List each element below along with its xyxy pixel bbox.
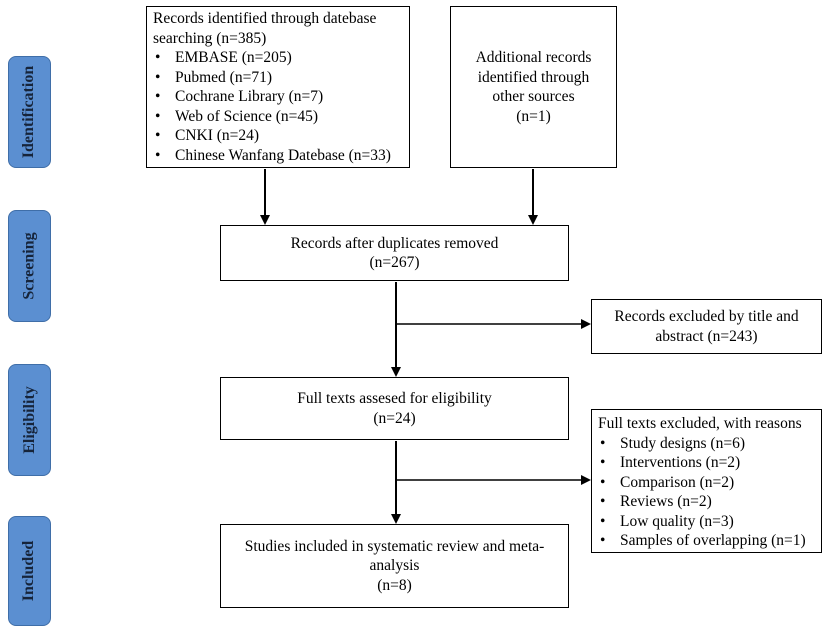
included-studies-box: Studies included in systematic review an… <box>220 524 569 608</box>
excluded-title-line1: Records excluded by title and <box>614 308 799 325</box>
included-line2: analysis <box>369 557 420 575</box>
stage-eligibility: Eligibility <box>8 364 51 476</box>
stage-screening: Screening <box>8 210 51 322</box>
source-item: Cochrane Library (n=7) <box>153 87 403 107</box>
fulltext-excluded-box: Full texts excluded, with reasons Study … <box>591 409 822 553</box>
excluded-title-abstract-box: Records excluded by title and abstract (… <box>591 299 822 354</box>
reason-item: Interventions (n=2) <box>598 453 815 473</box>
additional-count: (n=1) <box>516 107 551 125</box>
included-count: (n=8) <box>377 576 412 594</box>
fulltext-excluded-heading: Full texts excluded, with reasons <box>598 415 802 432</box>
reason-item: Low quality (n=3) <box>598 512 815 532</box>
identified-sources-list: EMBASE (n=205) Pubmed (n=71) Cochrane Li… <box>153 48 403 165</box>
source-item: Web of Science (n=45) <box>153 107 403 127</box>
duplicates-removed-box: Records after duplicates removed (n=267) <box>220 225 569 281</box>
additional-records-box: Additional records identified through ot… <box>450 6 617 168</box>
stage-included: Included <box>8 516 51 626</box>
duplicates-count: (n=267) <box>369 254 420 271</box>
fulltext-assessed-box: Full texts assesed for eligibility (n=24… <box>220 377 569 440</box>
reason-item: Samples of overlapping (n=1) <box>598 531 815 551</box>
fulltext-label: Full texts assesed for eligibility <box>297 390 492 407</box>
identified-heading-line1: Records identified through datebase <box>153 10 377 27</box>
source-item: CNKI (n=24) <box>153 126 403 146</box>
reason-item: Reviews (n=2) <box>598 492 815 512</box>
source-item: EMBASE (n=205) <box>153 48 403 68</box>
duplicates-label: Records after duplicates removed <box>290 234 499 252</box>
additional-line1: Additional records <box>475 49 592 66</box>
fulltext-count: (n=24) <box>373 409 416 427</box>
additional-line2: identified through <box>477 68 590 86</box>
excluded-title-line2: abstract (n=243) <box>655 327 758 345</box>
exclusion-reasons-list: Study designs (n=6) Interventions (n=2) … <box>598 434 815 551</box>
additional-line3: other sources <box>492 88 575 105</box>
source-item: Pubmed (n=71) <box>153 68 403 88</box>
reason-item: Comparison (n=2) <box>598 473 815 493</box>
stage-identification: Identification <box>8 56 51 168</box>
identified-records-box: Records identified through datebase sear… <box>146 6 410 168</box>
included-line1: Studies included in systematic review an… <box>244 537 545 555</box>
identified-heading-line2: searching (n=385) <box>153 29 267 47</box>
reason-item: Study designs (n=6) <box>598 434 815 454</box>
source-item: Chinese Wanfang Datebase (n=33) <box>153 146 403 166</box>
